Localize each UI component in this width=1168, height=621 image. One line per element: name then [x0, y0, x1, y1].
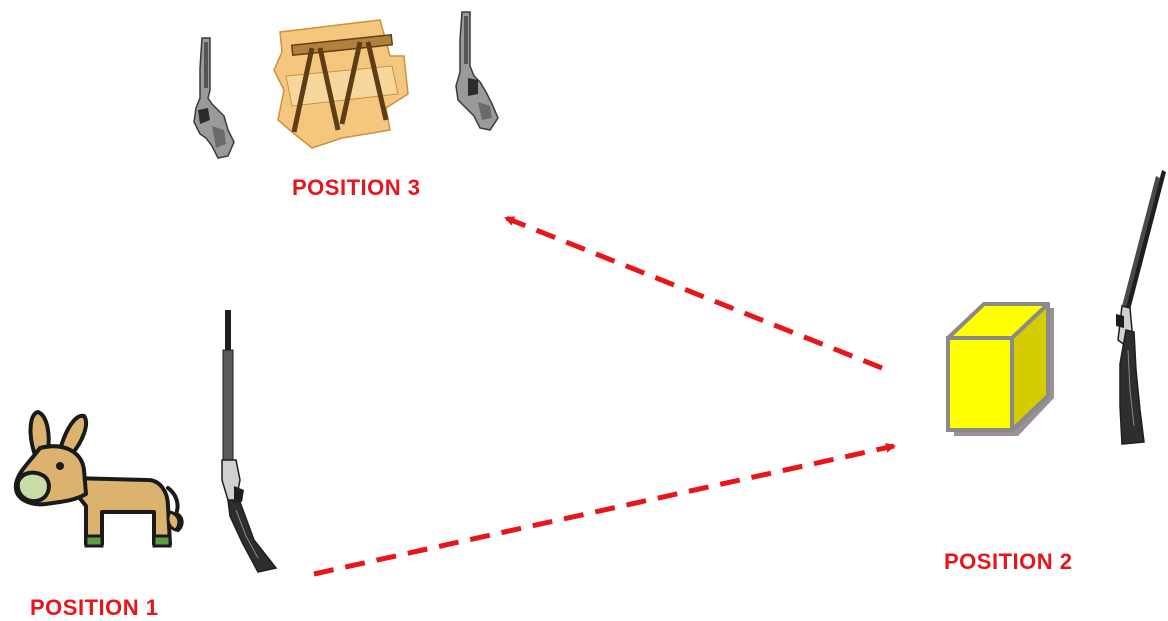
arrow-position2-to-position3	[506, 218, 882, 368]
position-3-label: POSITION 3	[292, 175, 420, 201]
position-2-label: POSITION 2	[944, 549, 1072, 575]
arrow-position1-to-position2	[314, 446, 894, 574]
mule-icon	[16, 412, 182, 546]
sawhorse-icon	[274, 20, 408, 148]
pistol-icon	[456, 12, 498, 130]
box-icon	[948, 304, 1054, 438]
shotgun-icon	[1116, 170, 1166, 444]
position-1-label: POSITION 1	[30, 595, 158, 621]
rifle-icon	[222, 310, 276, 572]
pistol-icon	[194, 38, 234, 158]
